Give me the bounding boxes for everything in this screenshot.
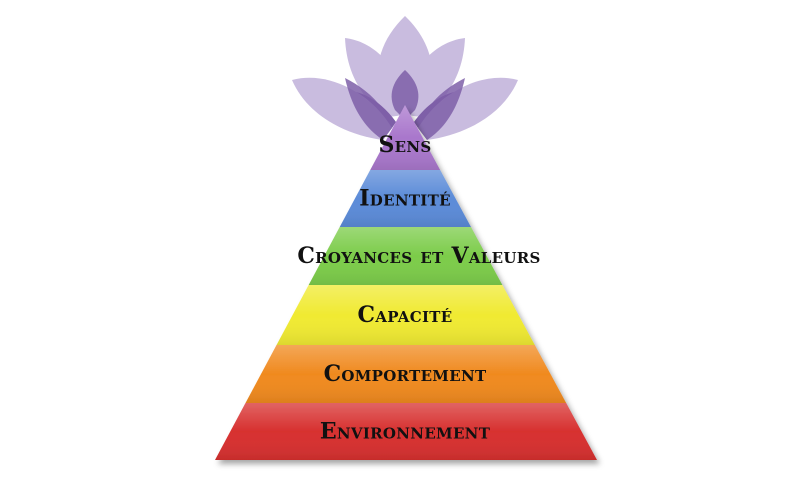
- pyramid-level-label: Identité: [359, 186, 451, 212]
- lotus-shade-center: [391, 70, 419, 120]
- lotus-petal-right: [403, 38, 465, 117]
- pyramid-level-shine: [215, 403, 597, 460]
- pyramid-level-label: Environnement: [320, 419, 491, 445]
- pyramid-level-shine: [276, 285, 535, 345]
- lotus-shade-right: [418, 78, 465, 140]
- pyramid-level-shine: [370, 105, 441, 170]
- pyramid-level-label: Croyances et Valeurs: [297, 243, 540, 269]
- lotus-icon: [292, 16, 518, 140]
- pyramid-level-label: Capacité: [358, 302, 453, 328]
- pyramid-level-label: Comportement: [324, 361, 487, 387]
- pyramid-level-shine: [308, 227, 503, 285]
- pyramid-level-shine: [245, 345, 567, 403]
- lotus-shade-left: [345, 78, 392, 140]
- pyramid-level-shine: [339, 170, 471, 227]
- pyramid: [215, 105, 597, 460]
- pyramid-level-label: Sens: [378, 132, 431, 158]
